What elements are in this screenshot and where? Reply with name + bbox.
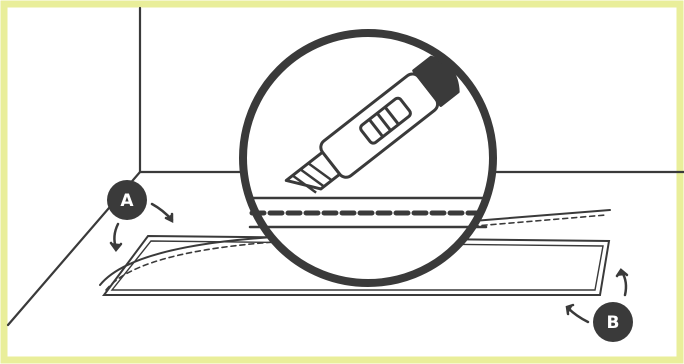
marker-b-circle	[593, 302, 633, 342]
curved-arrow-icon	[565, 303, 590, 324]
curved-arrow-icon	[615, 268, 629, 297]
knife-end-cap	[412, 55, 460, 107]
curved-arrow-icon	[109, 222, 123, 253]
marker-b-label: B	[607, 313, 620, 333]
knife-slider	[359, 96, 412, 145]
curved-arrow-icon	[150, 202, 174, 224]
magnifier-content	[246, 196, 490, 229]
marker-b: B	[593, 302, 633, 342]
utility-knife-icon	[284, 55, 460, 194]
marker-a-circle	[107, 180, 147, 220]
marker-a: A	[107, 180, 147, 220]
marker-a-label: A	[120, 191, 134, 211]
